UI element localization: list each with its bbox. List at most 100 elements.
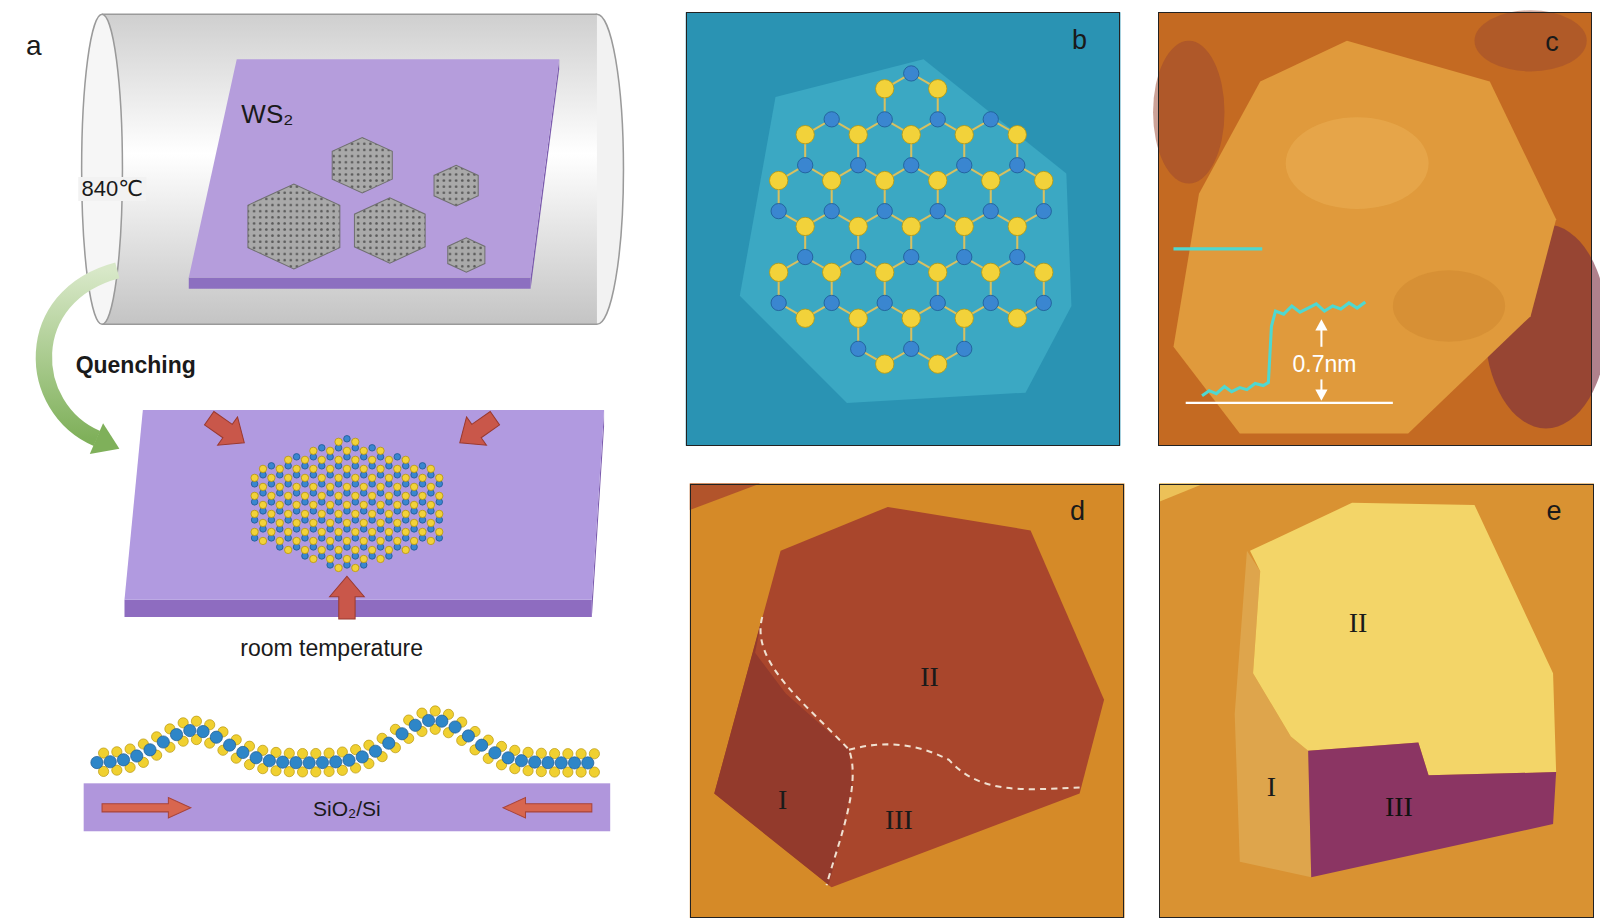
region-number: I (778, 786, 787, 814)
sulfur-atom (427, 483, 434, 490)
sulfur-atom (293, 465, 300, 472)
sulfur-atom (402, 492, 409, 499)
sulfur-atom (360, 501, 367, 508)
tungsten-atom (157, 736, 169, 748)
flake (1173, 41, 1556, 434)
sulfur-atom (335, 438, 342, 445)
sulfur-atom (326, 501, 333, 508)
sulfur-atom (276, 465, 283, 472)
tungsten-atom (930, 203, 945, 218)
sulfur-atom (301, 492, 308, 499)
tungsten-atom (904, 66, 919, 81)
tungsten-atom (983, 203, 998, 218)
sulfur-atom (360, 537, 367, 544)
tungsten-atom (144, 744, 156, 756)
panel-letter: b (1072, 26, 1087, 53)
sulfur-atom (293, 483, 300, 490)
sulfur-atom (929, 355, 947, 373)
tungsten-atom (344, 436, 351, 443)
sulfur-atom (301, 510, 308, 517)
strain-arrow (199, 404, 254, 457)
sulfur-atom (368, 474, 375, 481)
tungsten-atom (330, 756, 342, 768)
sulfur-atom (394, 537, 401, 544)
tungsten-atom (422, 714, 434, 726)
tungsten-atom (555, 757, 567, 769)
sulfur-atom (326, 555, 333, 562)
tungsten-atom (515, 755, 527, 767)
sulfur-atom (301, 474, 308, 481)
tungsten-atom (824, 203, 839, 218)
dimension-arrowhead (1315, 390, 1327, 401)
tungsten-atom (1010, 249, 1025, 264)
tungsten-atom (904, 158, 919, 173)
flake-corner (690, 483, 760, 510)
sulfur-atom (1035, 171, 1053, 189)
sulfur-atom (430, 706, 440, 716)
tungsten-atom (268, 463, 275, 470)
sulfur-atom (368, 528, 375, 535)
sample-image (690, 483, 1125, 918)
sulfur-atom (902, 309, 920, 327)
sulfur-atom (436, 492, 443, 499)
optical-panel: b (686, 12, 1121, 446)
sulfur-atom (955, 309, 973, 327)
sulfur-atom (318, 492, 325, 499)
sulfur-atom (410, 465, 417, 472)
tungsten-atom (91, 756, 103, 768)
compress-arrows (102, 798, 592, 818)
sulfur-atom (849, 309, 867, 327)
sulfur-atom (876, 80, 894, 98)
sulfur-atom (276, 519, 283, 526)
flake (714, 507, 1104, 887)
sulfur-atom (343, 555, 350, 562)
sulfur-atom (268, 528, 275, 535)
sulfur-atom (436, 528, 443, 535)
sulfur-atom (276, 483, 283, 490)
tungsten-atom (476, 739, 488, 751)
region-number: II (1349, 609, 1368, 637)
tungsten-atom (877, 112, 892, 127)
sulfur-atom (335, 510, 342, 517)
sulfur-atom (310, 501, 317, 508)
tungsten-atom (303, 757, 315, 769)
tungsten-atom (409, 719, 421, 731)
quench-arrowhead (90, 423, 120, 454)
tungsten-atom (293, 454, 300, 461)
sulfur-atom (360, 447, 367, 454)
domain-boundary (761, 617, 853, 885)
sulfur-atom (268, 510, 275, 517)
panel-letter: a (26, 32, 42, 60)
sulfur-atom (326, 465, 333, 472)
temperature-label: 840℃ (79, 177, 146, 201)
strain-arrow (450, 404, 505, 457)
sulfur-atom (955, 217, 973, 235)
sulfur-atom (251, 492, 258, 499)
tungsten-atom (771, 295, 786, 310)
sulfur-atom (335, 528, 342, 535)
sulfur-atom (982, 263, 1000, 281)
sulfur-atom (293, 501, 300, 508)
sulfur-atom (769, 263, 787, 281)
region-number: III (885, 806, 913, 834)
sulfur-atom (318, 546, 325, 553)
tungsten-atom (502, 752, 514, 764)
ws2-flake (448, 238, 485, 272)
sulfur-atom (377, 519, 384, 526)
tungsten-atom (568, 757, 580, 769)
tungsten-atom (983, 295, 998, 310)
sulfur-atom (1008, 309, 1026, 327)
sulfur-atom (335, 492, 342, 499)
tungsten-atom (104, 756, 116, 768)
domain-region (1308, 743, 1556, 878)
sulfur-atom (849, 125, 867, 143)
sulfur-atom (410, 519, 417, 526)
tungsten-atom (290, 757, 302, 769)
sulfur-atom (427, 537, 434, 544)
sulfur-atom (385, 528, 392, 535)
sulfur-atom (402, 456, 409, 463)
sulfur-atom (1008, 125, 1026, 143)
sulfur-atom (301, 528, 308, 535)
sulfur-atom (343, 501, 350, 508)
